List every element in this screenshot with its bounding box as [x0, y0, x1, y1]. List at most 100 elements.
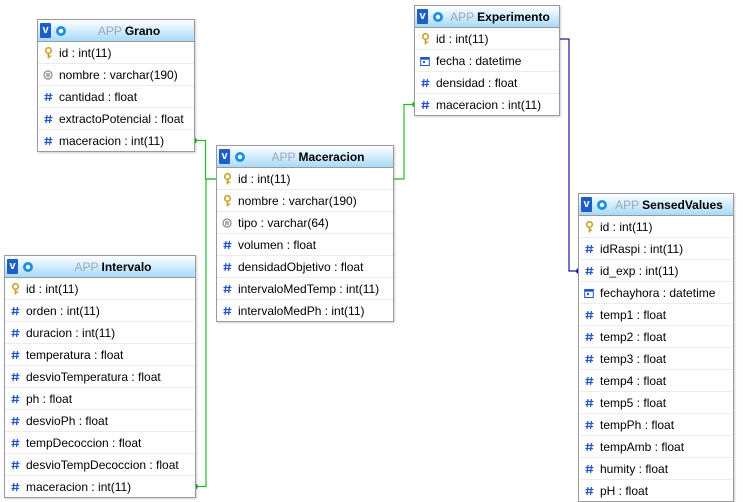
field-row[interactable]: densidad : float	[415, 72, 559, 94]
collapse-v-icon[interactable]: v	[40, 23, 51, 38]
gear-icon[interactable]	[54, 24, 68, 38]
field-row[interactable]: desvioTemperatura : float	[5, 366, 195, 388]
field-row[interactable]: fecha : datetime	[415, 50, 559, 72]
field-label: fecha : datetime	[436, 53, 522, 68]
field-row[interactable]: fechayhora : datetime	[579, 282, 733, 304]
table-name: Intervalo	[101, 259, 152, 274]
gear-icon[interactable]	[431, 10, 445, 24]
field-row[interactable]: temp3 : float	[579, 348, 733, 370]
field-row[interactable]: humity : float	[579, 458, 733, 480]
field-row[interactable]: nombre : varchar(190)	[217, 190, 393, 212]
field-row[interactable]: id : int(11)	[38, 42, 194, 64]
field-label: temp3 : float	[600, 351, 667, 366]
hash-icon	[9, 305, 21, 317]
key-icon	[583, 220, 595, 233]
hash-icon	[583, 375, 595, 387]
field-row[interactable]: id : int(11)	[415, 28, 559, 50]
gear-icon[interactable]	[21, 260, 35, 274]
field-row[interactable]: maceracion : int(11)	[5, 476, 195, 497]
field-row[interactable]: desvioTempDecoccion : float	[5, 454, 195, 476]
field-row[interactable]: maceracion : int(11)	[415, 94, 559, 115]
field-row[interactable]: densidadObjetivo : float	[217, 256, 393, 278]
collapse-v-icon[interactable]: v	[7, 259, 18, 274]
field-label: temperatura : float	[26, 347, 124, 362]
hash-icon	[9, 437, 21, 449]
hash-icon	[583, 441, 595, 453]
collapse-v-icon[interactable]: v	[417, 9, 428, 24]
hash-icon	[583, 463, 595, 475]
hash-icon	[9, 459, 21, 471]
field-row[interactable]: tempPh : float	[579, 414, 733, 436]
field-row[interactable]: id : int(11)	[217, 168, 393, 190]
database-name: APP	[74, 259, 99, 274]
field-row[interactable]: temp4 : float	[579, 370, 733, 392]
database-name: APP	[615, 197, 640, 212]
field-label: maceracion : int(11)	[436, 97, 542, 112]
field-row[interactable]: tempDecoccion : float	[5, 432, 195, 454]
hash-icon	[42, 113, 54, 125]
field-label: fechayhora : datetime	[600, 285, 716, 300]
field-row[interactable]: temp1 : float	[579, 304, 733, 326]
field-row[interactable]: temp2 : float	[579, 326, 733, 348]
field-label: intervaloMedPh : int(11)	[238, 303, 365, 318]
field-row[interactable]: idRaspi : int(11)	[579, 238, 733, 260]
field-row[interactable]: extractoPotencial : float	[38, 108, 194, 130]
collapse-v-icon[interactable]: v	[581, 197, 592, 212]
hash-icon	[9, 481, 21, 493]
field-row[interactable]: desvioPh : float	[5, 410, 195, 432]
field-label: desvioTempDecoccion : float	[26, 457, 179, 472]
field-row[interactable]: maceracion : int(11)	[38, 130, 194, 151]
field-row[interactable]: volumen : float	[217, 234, 393, 256]
field-row[interactable]: id : int(11)	[5, 278, 195, 300]
field-list: id : int(11) fecha : datetime densidad : f…	[415, 28, 559, 115]
field-row[interactable]: orden : int(11)	[5, 300, 195, 322]
table-name: Grano	[124, 23, 161, 38]
field-row[interactable]: id : int(11)	[579, 216, 733, 238]
table-name: SensedValues	[642, 197, 723, 212]
hash-icon	[583, 265, 595, 277]
field-row[interactable]: id_exp : int(11)	[579, 260, 733, 282]
hash-icon	[583, 353, 595, 365]
field-row[interactable]: temp5 : float	[579, 392, 733, 414]
hash-icon	[419, 99, 431, 111]
field-row[interactable]: nombre : varchar(190)	[38, 64, 194, 86]
field-label: densidadObjetivo : float	[238, 259, 364, 274]
hash-icon	[9, 393, 21, 405]
collapse-v-icon[interactable]: v	[219, 149, 230, 164]
field-label: temp2 : float	[600, 329, 667, 344]
field-label: duracion : int(11)	[26, 325, 116, 340]
field-label: idRaspi : int(11)	[600, 241, 684, 256]
field-row[interactable]: intervaloMedPh : int(11)	[217, 300, 393, 321]
field-label: humity : float	[600, 461, 669, 476]
field-row[interactable]: tempAmb : float	[579, 436, 733, 458]
field-row[interactable]: cantidad : float	[38, 86, 194, 108]
field-list: id : int(11) idRaspi : int(11) id_exp : in…	[579, 216, 733, 501]
relation-line	[393, 103, 415, 180]
field-row[interactable]: ph : float	[5, 388, 195, 410]
key-icon	[221, 172, 233, 185]
index-icon	[221, 217, 233, 229]
gear-icon[interactable]	[595, 198, 609, 212]
gear-icon[interactable]	[233, 150, 247, 164]
key-icon	[42, 46, 54, 59]
field-label: temp4 : float	[600, 373, 667, 388]
field-row[interactable]: temperatura : float	[5, 344, 195, 366]
field-label: maceracion : int(11)	[26, 479, 132, 494]
hash-icon	[583, 309, 595, 321]
field-row[interactable]: duracion : int(11)	[5, 322, 195, 344]
field-row[interactable]: tipo : varchar(64)	[217, 212, 393, 234]
hash-icon	[9, 327, 21, 339]
field-label: maceracion : int(11)	[59, 133, 165, 148]
field-row[interactable]: pH : float	[579, 480, 733, 501]
field-row[interactable]: intervaloMedTemp : int(11)	[217, 278, 393, 300]
